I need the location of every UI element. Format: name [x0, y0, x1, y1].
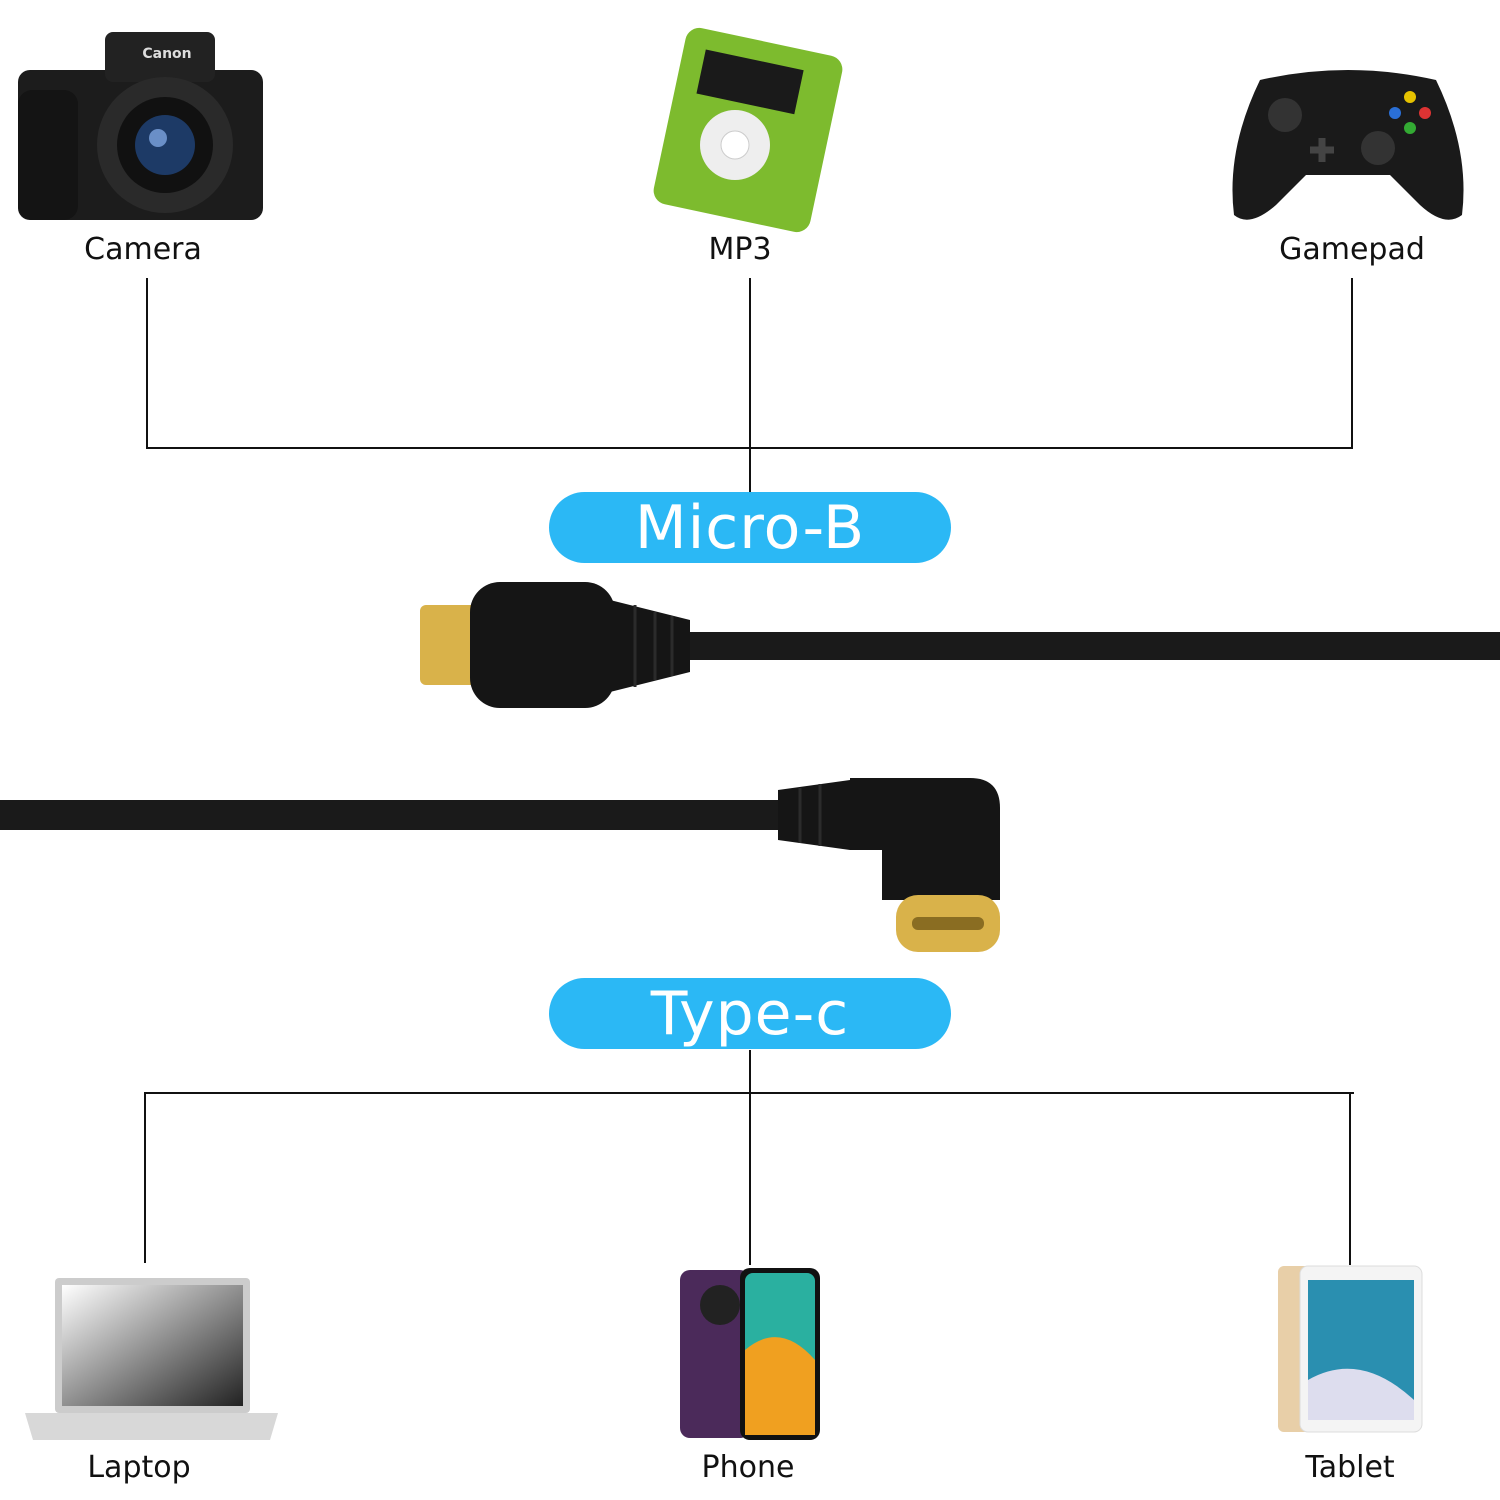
type-c-badge: Type-c — [549, 978, 951, 1049]
device-label-laptop: Laptop — [87, 1450, 191, 1485]
type-c-cable — [0, 778, 1000, 952]
device-label-gamepad: Gamepad — [1279, 232, 1425, 267]
device-label-tablet: Tablet — [1305, 1450, 1395, 1485]
camera-icon: Canon — [18, 32, 263, 220]
micro-b-plug — [420, 605, 480, 685]
device-label-phone: Phone — [701, 1450, 795, 1485]
device-label-camera: Camera — [84, 232, 202, 267]
bottom-tree-lines — [144, 1050, 1354, 1265]
device-label-mp3: MP3 — [708, 232, 772, 267]
gamepad-icon — [1232, 70, 1464, 220]
tablet-icon — [1278, 1265, 1423, 1433]
laptop-icon — [25, 1278, 278, 1440]
top-tree-lines — [146, 278, 1353, 493]
mp3-player-icon — [653, 27, 843, 233]
svg-text:Canon: Canon — [142, 46, 191, 62]
micro-b-badge: Micro-B — [549, 492, 951, 563]
phone-icon — [680, 1268, 820, 1440]
micro-b-cable — [420, 582, 1500, 708]
